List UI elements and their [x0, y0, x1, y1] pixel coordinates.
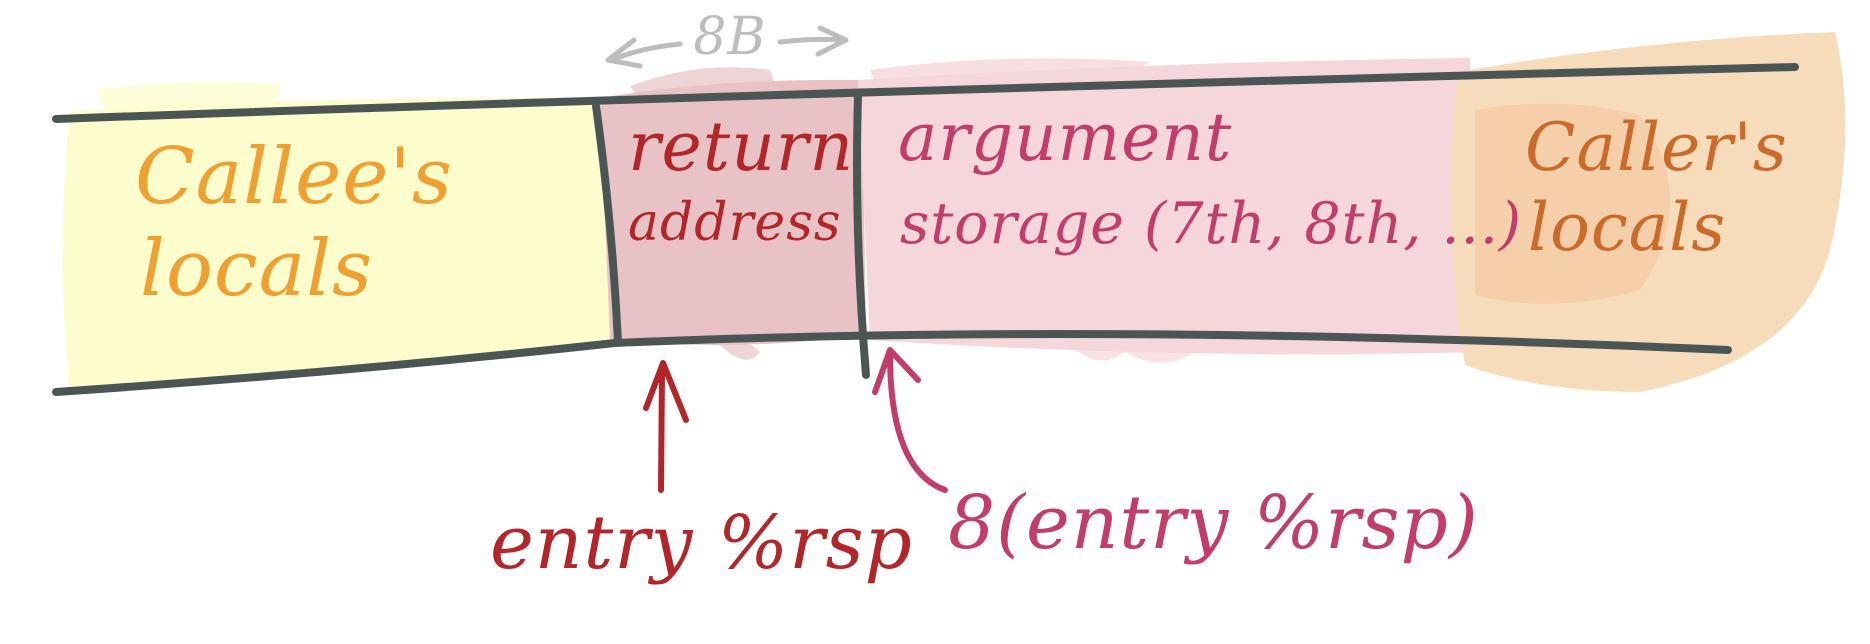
arg-offset-arrow-icon	[872, 347, 948, 493]
arg-offset-label: 8(entry %rsp)	[948, 480, 1479, 566]
bottom-boundary-line-right	[611, 330, 1732, 354]
size-arrow-right-icon	[777, 25, 849, 57]
top-boundary-line	[52, 63, 1799, 123]
callee-return-divider	[592, 102, 622, 346]
callee-locals-label-line1: Callee's	[135, 132, 453, 222]
caller-locals-label-line2: locals	[1528, 189, 1726, 266]
callee-locals-label-line2: locals	[140, 224, 373, 314]
stack-outline	[52, 63, 1799, 396]
return-address-region	[600, 67, 866, 360]
argument-storage-label-line1: argument	[898, 99, 1232, 176]
size-label: 8B	[693, 7, 766, 67]
argument-storage-label-line2: storage (7th, 8th, ...)	[900, 191, 1522, 257]
size-indicator	[605, 25, 849, 69]
return-args-divider	[853, 92, 870, 379]
bottom-boundary-line-left	[52, 339, 619, 396]
entry-rsp-arrow-icon	[643, 360, 689, 493]
caller-locals-region	[1450, 32, 1846, 392]
return-address-label-line1: return	[628, 108, 854, 187]
argument-storage-region	[858, 58, 1478, 363]
return-address-label-line2: address	[628, 193, 842, 253]
entry-rsp-label: entry %rsp	[490, 500, 913, 586]
caller-locals-label-line1: Caller's	[1525, 109, 1788, 186]
size-arrow-left-icon	[605, 37, 683, 69]
